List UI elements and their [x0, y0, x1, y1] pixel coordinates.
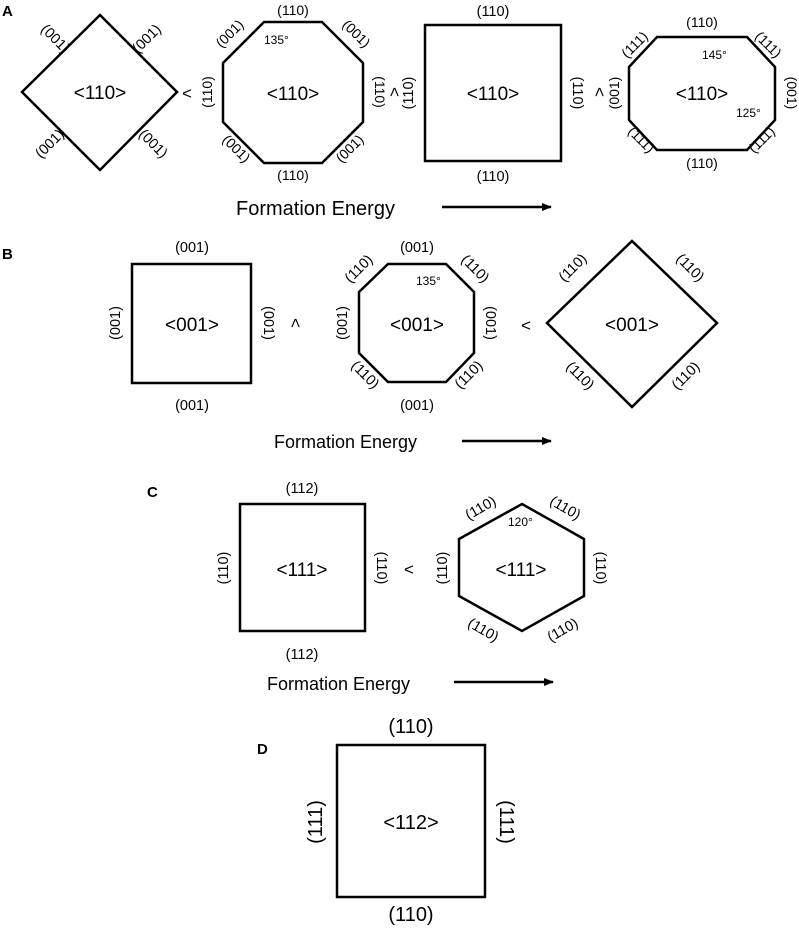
panel-a-shape4-face-bottom: (110) — [686, 155, 718, 171]
panel-c-shape1-face-bottom: (112) — [286, 647, 319, 663]
panel-b-shape2-face-bottom: (001) — [400, 398, 434, 414]
panel-a-square — [423, 23, 563, 163]
panel-a-shape2-axis: <110> — [267, 84, 319, 105]
panel-a-energy-arrow: Formation Energy — [236, 198, 552, 220]
panel-b: B <001> (001) (001) (001) (001) < <001> … — [2, 239, 719, 452]
panel-b-shape1-face-top: (001) — [175, 240, 209, 256]
panel-c: C <111> (112) (110) (110) (112) < <111> … — [147, 481, 608, 694]
panel-a-shape3-axis: <110> — [467, 84, 519, 105]
panel-d-letter: D — [257, 741, 268, 758]
panel-d-shape1-axis: <112> — [383, 812, 438, 834]
panel-c-shape2: <111> 120° (110) (110) (110) (110) (110)… — [435, 493, 608, 645]
panel-b-shape2-face-top: (001) — [400, 240, 434, 256]
panel-c-square — [238, 502, 367, 633]
panel-b-shape2-face-left: (001) — [335, 306, 351, 340]
panel-a-shape2-face-bottom: (110) — [277, 167, 309, 183]
panel-b-shape3-face-top-right: (110) — [673, 251, 707, 285]
panel-a-shape4: <110> 145° 125° (110) (111) (111) (001) … — [606, 14, 799, 171]
panel-a-shape2-angle: 135° — [264, 33, 289, 47]
panel-a-energy-label: Formation Energy — [236, 198, 395, 220]
panel-a-shape4-angle-top: 145° — [702, 48, 727, 62]
panel-a-shape1-axis: <110> — [74, 83, 126, 104]
panel-b-energy-arrow: Formation Energy — [274, 432, 552, 452]
panel-a-shape3-face-right: (110) — [569, 77, 585, 110]
panel-a-shape3-face-left: (110) — [401, 77, 417, 110]
panel-c-shape1-face-left: (110) — [216, 552, 232, 585]
panel-b-shape1-face-right: (001) — [260, 306, 276, 340]
panel-a-shape2-face-right: (110) — [372, 76, 388, 108]
panel-c-shape2-face-left: (110) — [435, 552, 451, 585]
panel-b-shape2-angle: 135° — [416, 274, 441, 288]
panel-c-shape2-angle: 120° — [508, 515, 533, 529]
panel-a-shape4-axis: <110> — [676, 84, 728, 105]
panel-a-shape3-face-top: (110) — [477, 4, 510, 20]
panel-a-shape4-face-right: (001) — [784, 77, 799, 110]
panel-b-comparator-1: < — [286, 318, 305, 328]
panel-d-shape1-face-left: (111) — [305, 800, 327, 844]
panel-b-shape1: <001> (001) (001) (001) (001) — [108, 240, 276, 414]
panel-b-shape1-face-bottom: (001) — [175, 398, 209, 414]
panel-b-diamond — [545, 239, 719, 409]
panel-c-energy-arrow: Formation Energy — [267, 674, 554, 694]
panel-b-shape2: <001> 135° (001) (110) (110) (001) (001)… — [335, 240, 498, 414]
panel-d-shape1: <112> (110) (111) (111) (110) — [305, 716, 517, 926]
panel-b-shape2-axis: <001> — [390, 315, 444, 336]
panel-a-comparator-3: < — [590, 87, 609, 97]
panel-a-comparator-1: < — [182, 84, 192, 103]
panel-b-shape2-face-right: (001) — [482, 306, 498, 340]
panel-c-shape2-face-bottom-right: (110) — [545, 615, 581, 645]
panel-b-square — [130, 262, 253, 385]
panel-d-square — [335, 743, 487, 899]
panel-a-elongated-octagon — [627, 35, 777, 152]
panel-c-shape1: <111> (112) (110) (110) (112) — [216, 481, 389, 663]
panel-d: D <112> (110) (111) (111) (110) — [257, 716, 517, 926]
panel-a-shape2-face-left: (110) — [199, 76, 215, 108]
panel-b-shape3-face-top-left: (110) — [556, 251, 590, 285]
panel-a-shape1-face-top-right: (001) — [130, 22, 165, 57]
panel-b-shape1-axis: <001> — [165, 315, 219, 336]
panel-c-shape2-axis: <111> — [495, 560, 546, 581]
panel-d-shape1-face-top: (110) — [388, 716, 433, 738]
panel-b-comparator-2: < — [521, 316, 531, 335]
panel-a-shape2-face-top: (110) — [277, 2, 309, 18]
panel-c-letter: C — [147, 484, 158, 501]
panel-b-shape1-face-left: (001) — [108, 306, 124, 340]
panel-c-shape2-face-top-right: (110) — [547, 493, 583, 523]
panel-b-shape3: <001> (110) (110) (110) (110) — [545, 239, 719, 409]
panel-c-hexagon — [457, 502, 586, 633]
panel-b-letter: B — [2, 246, 13, 263]
panel-b-octagon — [357, 262, 476, 384]
panel-c-shape2-face-bottom-left: (110) — [465, 615, 501, 645]
panel-a-octagon — [221, 20, 365, 165]
panel-d-shape1-face-bottom: (110) — [388, 904, 433, 926]
panel-c-shape1-face-right: (110) — [373, 552, 389, 585]
panel-c-shape2-face-right: (110) — [592, 552, 608, 585]
panel-a-shape1: <110> (001) (001) (001) (001) — [20, 13, 179, 172]
panel-d-shape1-face-right: (111) — [495, 800, 517, 844]
panel-c-comparator-1: < — [404, 560, 414, 579]
panel-c-energy-label: Formation Energy — [267, 674, 410, 694]
panel-a: A <110> (001) (001) (001) (001) < <110> … — [2, 2, 799, 220]
panel-c-shape1-axis: <111> — [276, 560, 327, 581]
panel-a-letter: A — [2, 3, 13, 20]
panel-a-shape2: <110> 135° (110) (001) (001) (110) (110)… — [199, 2, 388, 183]
panel-c-shape1-face-top: (112) — [286, 481, 319, 497]
panel-b-shape3-axis: <001> — [605, 315, 659, 336]
panel-b-energy-label: Formation Energy — [274, 432, 417, 452]
panel-a-shape3: <110> (110) (110) (110) (110) — [401, 4, 585, 185]
panel-a-shape4-angle-right: 125° — [736, 106, 761, 120]
panel-a-shape1-face-bottom-right: (001) — [135, 127, 170, 162]
panel-a-shape4-face-left: (001) — [606, 77, 622, 110]
panel-a-shape3-face-bottom: (110) — [477, 169, 510, 185]
panel-a-shape4-face-top: (110) — [686, 14, 718, 30]
panel-a-comparator-2: < — [385, 87, 404, 97]
panel-a-diamond — [20, 13, 179, 172]
